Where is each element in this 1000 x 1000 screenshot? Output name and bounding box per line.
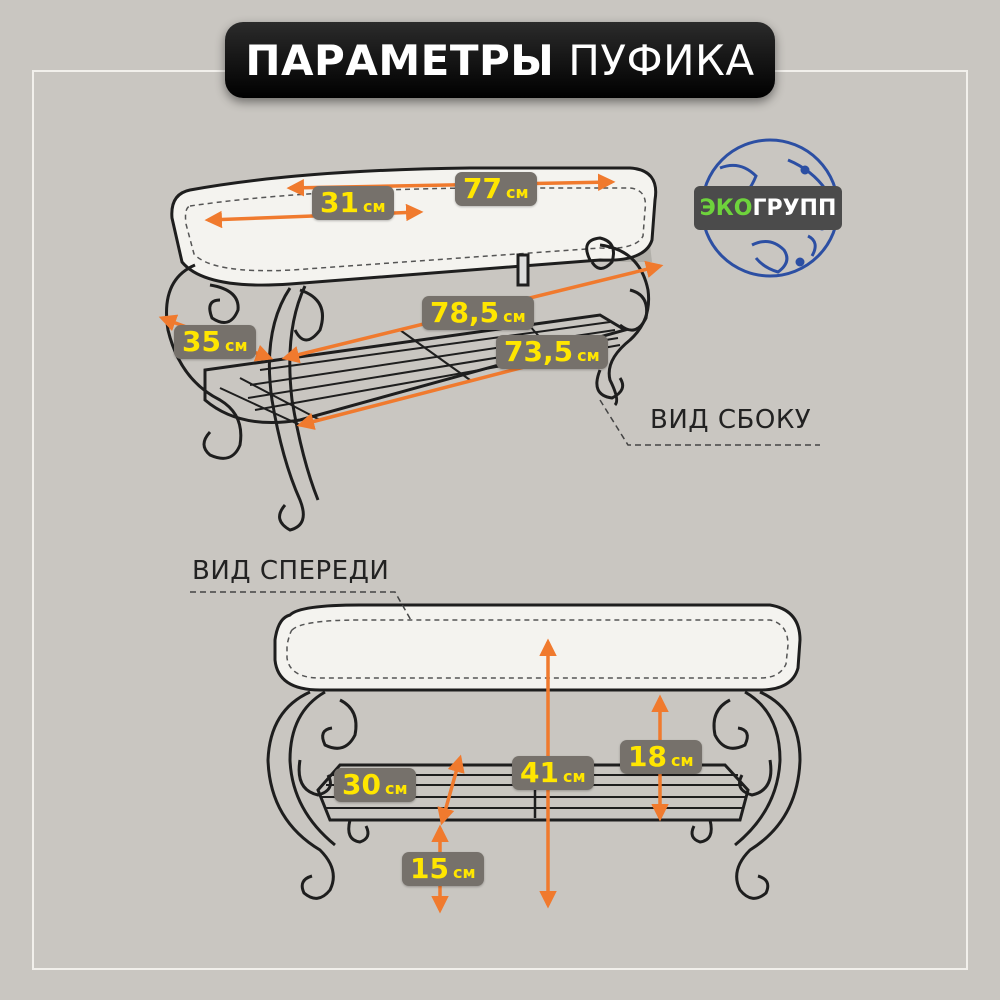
front-view-label: ВИД СПЕРЕДИ	[192, 556, 390, 586]
brand-logo: ЭКО ГРУПП	[694, 186, 842, 230]
dimension-value: 73,5	[504, 335, 574, 368]
side-view-label: ВИД СБОКУ	[650, 405, 812, 435]
dimension-value: 15	[410, 852, 449, 885]
dimension-unit: см	[384, 779, 408, 798]
title-regular: ПУФИКА	[568, 35, 755, 85]
logo-eco: ЭКО	[699, 195, 753, 221]
dimension-value: 30	[342, 768, 381, 801]
dimension-unit: см	[362, 197, 386, 216]
dimension-unit: см	[452, 863, 476, 882]
dimension-unit: см	[505, 183, 529, 202]
dimension-unit: см	[562, 767, 586, 786]
front-view-bench	[266, 603, 802, 900]
view-pointers	[190, 399, 820, 623]
dimension-unit: см	[224, 336, 248, 355]
dimension-unit: см	[503, 307, 526, 326]
dimension-value: 31	[320, 186, 359, 219]
dimension-value: 18	[628, 740, 667, 773]
dimension-value: 78,5	[430, 296, 500, 329]
dimension-value: 41	[520, 756, 559, 789]
dimension-unit: см	[670, 751, 694, 770]
title-bold: ПАРАМЕТРЫ	[245, 35, 555, 85]
logo-group: ГРУПП	[752, 195, 837, 221]
dimension-unit: см	[577, 346, 600, 365]
dimension-value: 35	[182, 325, 221, 358]
dimension-value: 77	[463, 172, 502, 205]
page-title: ПАРАМЕТРЫ ПУФИКА	[225, 22, 775, 98]
